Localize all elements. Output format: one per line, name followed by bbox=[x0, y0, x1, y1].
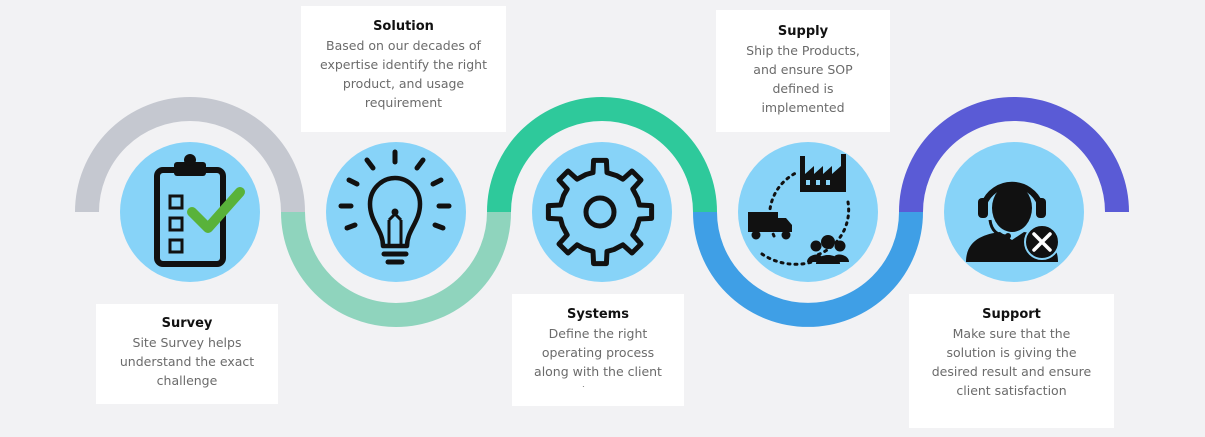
step-title-survey: Survey bbox=[161, 316, 213, 331]
step-description-supply: Ship the Products, and ensure SOP define… bbox=[746, 43, 860, 115]
arc-systems bbox=[487, 97, 717, 213]
gear-icon bbox=[545, 157, 655, 267]
arc-support bbox=[899, 97, 1129, 213]
arc-survey bbox=[75, 97, 305, 213]
step-circles bbox=[120, 142, 1084, 282]
card-survey: Survey Site Survey helps understand the … bbox=[96, 304, 278, 404]
step-description-solution: Based on our decades of expertise identi… bbox=[320, 38, 487, 110]
step-title-supply: Supply bbox=[777, 24, 829, 39]
card-supply: Supply Ship the Products, and ensure SOP… bbox=[716, 10, 890, 132]
card-systems: Systems Define the right operating proce… bbox=[512, 294, 684, 406]
step-title-support: Support bbox=[982, 307, 1041, 322]
step-title-solution: Solution bbox=[373, 19, 434, 34]
wave-arcs bbox=[75, 97, 1129, 327]
supply-chain-icon bbox=[748, 154, 851, 266]
arc-supply bbox=[693, 211, 923, 327]
card-solution: Solution Based on our decades of experti… bbox=[301, 6, 506, 132]
arc-solution bbox=[281, 211, 511, 327]
step-description-survey: Site Survey helps understand the exact c… bbox=[119, 335, 255, 388]
support-agent-icon bbox=[966, 181, 1060, 262]
clipboard-checklist-icon bbox=[154, 154, 245, 267]
step-title-systems: Systems bbox=[567, 307, 629, 322]
lightbulb-icon bbox=[338, 149, 452, 265]
step-description-support: Make sure that the solution is giving th… bbox=[931, 326, 1092, 398]
card-support: Support Make sure that the solution is g… bbox=[909, 294, 1114, 428]
step-description-systems: Define the right operating process along… bbox=[534, 326, 662, 387]
